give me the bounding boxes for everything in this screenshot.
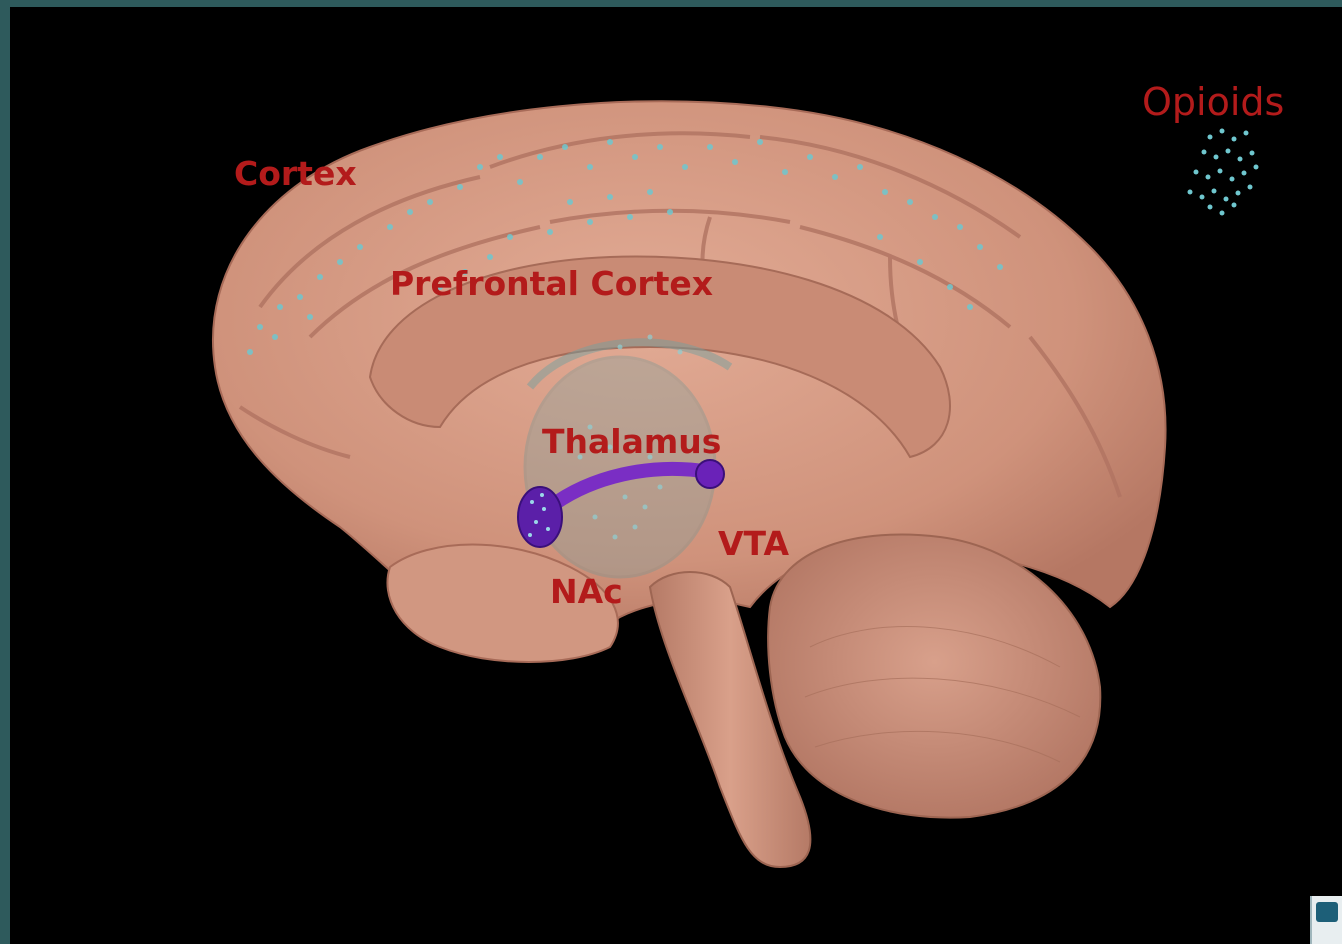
receptor-dot-cluster-icon bbox=[1188, 129, 1259, 216]
nac-node bbox=[518, 487, 562, 547]
cerebellum bbox=[768, 535, 1100, 818]
label-cortex: Cortex bbox=[234, 157, 357, 190]
label-vta: VTA bbox=[718, 527, 789, 560]
logo-mark-icon bbox=[1316, 902, 1338, 922]
corner-logo bbox=[1310, 896, 1342, 944]
brain-diagram bbox=[10, 7, 1342, 944]
label-prefrontal-cortex: Prefrontal Cortex bbox=[390, 267, 713, 300]
legend-opioids-title: Opioids bbox=[1142, 83, 1284, 121]
vta-node bbox=[696, 460, 724, 488]
label-thalamus: Thalamus bbox=[542, 425, 721, 458]
label-nac: NAc bbox=[550, 575, 623, 608]
slide-frame: Cortex Prefrontal Cortex Thalamus VTA NA… bbox=[10, 7, 1342, 944]
